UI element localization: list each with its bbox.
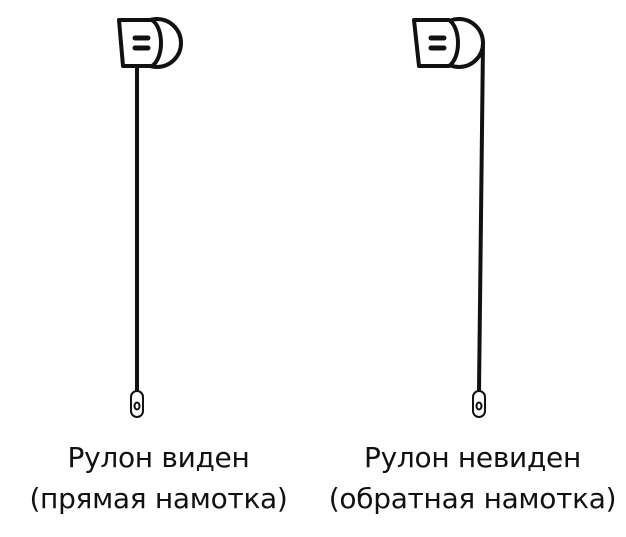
panel-direct-winding: Рулон виден (прямая намотка) — [2, 17, 315, 519]
cord-line — [477, 42, 485, 392]
cord-weight-body — [130, 390, 144, 418]
roller-mechanism-reverse — [412, 17, 485, 69]
cord-weight-hole — [475, 401, 483, 411]
cord-weight-hole — [133, 401, 141, 411]
caption-title: Рулон невиден — [364, 441, 581, 474]
cord-weight-body — [472, 390, 486, 418]
reverse-winding-diagram — [412, 17, 486, 418]
cord-weight — [130, 390, 144, 418]
caption-reverse: Рулон невиден (обратная намотка) — [316, 437, 626, 519]
direct-winding-diagram — [117, 17, 183, 418]
mounting-bracket — [412, 18, 460, 68]
roller-mechanism-direct — [117, 17, 183, 69]
caption-subtitle: (обратная намотка) — [328, 482, 617, 515]
caption-direct: Рулон виден (прямая намотка) — [2, 437, 315, 519]
cord-weight — [472, 390, 486, 418]
mounting-bracket — [117, 18, 163, 68]
caption-title: Рулон виден — [67, 441, 250, 474]
panel-reverse-winding: Рулон невиден (обратная намотка) — [313, 0, 626, 537]
caption-subtitle: (прямая намотка) — [29, 482, 288, 515]
